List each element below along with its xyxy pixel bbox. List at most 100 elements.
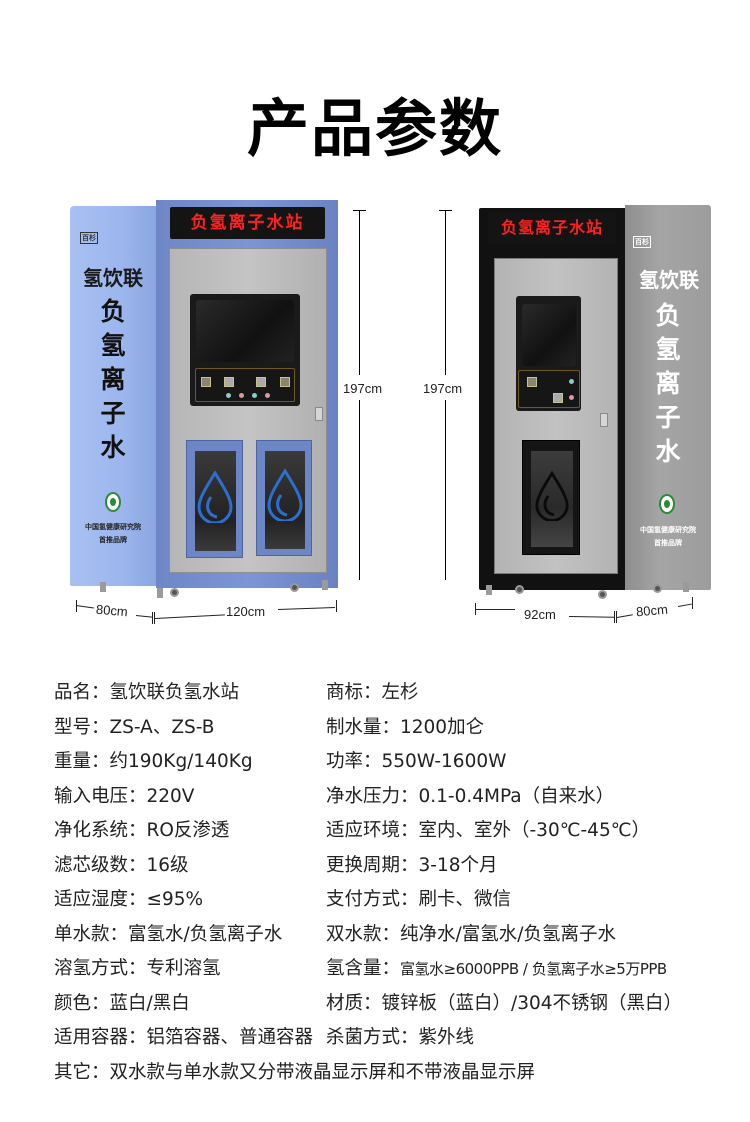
door-glass <box>265 451 305 549</box>
door-lock-icon <box>600 413 608 427</box>
button-icon <box>569 395 574 400</box>
caster-wheel <box>515 585 524 594</box>
dispense-door <box>522 440 580 555</box>
door-lock-icon <box>315 407 323 421</box>
spec-row: 其它：双水款与单水款又分带液晶显示屏和不带液晶显示屏 <box>54 1056 734 1091</box>
width-label-blue: 120cm <box>226 604 266 619</box>
height-dimension-line <box>445 400 446 580</box>
button-icon <box>239 393 244 398</box>
spec-material: 材质：镀锌板（蓝白）/304不锈钢（黑白） <box>326 992 683 1014</box>
height-dimension-line <box>445 210 446 375</box>
side-vertical-char: 水 <box>655 437 681 466</box>
dimension-tick <box>154 612 155 624</box>
width-label-black: 92cm <box>524 607 556 622</box>
width-dimension-line <box>568 616 615 618</box>
water-drop-icon <box>535 471 569 521</box>
machine-side-panel <box>70 206 156 586</box>
dispense-door-left <box>186 440 243 558</box>
width-dimension-line <box>475 609 515 610</box>
button-icon <box>569 379 574 384</box>
qr-display <box>553 393 563 403</box>
side-brand-text: 氢饮联 <box>639 268 699 292</box>
institute-badge-icon <box>659 494 675 514</box>
spec-trademark: 商标：左杉 <box>326 682 419 703</box>
side-brand-text: 氢饮联 <box>83 266 143 290</box>
machine-blue-double: 百杉 氢饮联 负 氢 离 子 水 中国氢健康研究院 首推品牌 负氢离子水站 <box>70 200 340 600</box>
spec-row: 型号：ZS-A、ZS-B 制水量：1200加仑 <box>54 711 734 746</box>
control-panel <box>195 368 295 402</box>
spec-filter-stages: 滤芯级数：16级 <box>54 854 189 876</box>
spec-input-voltage: 输入电压：220V <box>54 785 195 807</box>
depth-dimension-line <box>75 605 94 609</box>
caster-wheel <box>653 584 662 593</box>
side-vertical-char: 子 <box>655 403 681 432</box>
side-vertical-char: 离 <box>655 369 681 398</box>
spec-row: 适用容器：铝箔容器、普通容器 杀菌方式：紫外线 <box>54 1021 734 1056</box>
caster-wheel <box>598 590 607 599</box>
spec-row: 滤芯级数：16级 更换周期：3-18个月 <box>54 849 734 884</box>
side-vertical-char: 水 <box>100 433 126 462</box>
spec-color: 颜色：蓝白/黑白 <box>54 992 190 1014</box>
spec-double-water: 双水款：纯净水/富氢水/负氢离子水 <box>326 923 616 945</box>
width-dimension-line <box>277 607 335 610</box>
page-title: 产品参数 <box>246 92 503 165</box>
spec-single-water: 单水款：富氢水/负氢离子水 <box>54 923 283 945</box>
spec-power: 功率：550W-1600W <box>326 751 507 772</box>
institute-name: 中国氢健康研究院 <box>85 523 141 531</box>
side-vertical-char: 负 <box>100 297 126 326</box>
led-sign: 负氢离子水站 <box>488 212 616 244</box>
leveling-foot <box>486 585 492 595</box>
height-label-blue: 197cm <box>343 381 383 396</box>
brand-logo-mark: 百杉 <box>633 236 651 248</box>
institute-tagline: 首推品牌 <box>99 536 127 544</box>
spec-row: 品名：氢饮联负氢水站 商标：左杉 <box>54 676 734 711</box>
spec-payment: 支付方式：刷卡、微信 <box>326 889 512 910</box>
width-dimension-line <box>154 614 225 619</box>
spec-weight: 重量：约190Kg/140Kg <box>54 751 253 772</box>
dispense-door-right <box>256 440 312 556</box>
caster-wheel <box>170 588 179 597</box>
height-label-black: 197cm <box>423 381 463 396</box>
caster-wheel <box>290 583 299 592</box>
depth-dimension-line <box>616 614 633 618</box>
spec-purification: 净化系统：RO反渗透 <box>54 820 230 841</box>
side-vertical-char: 负 <box>655 301 681 330</box>
height-dimension-line <box>359 400 360 580</box>
spec-row: 重量：约190Kg/140Kg 功率：550W-1600W <box>54 745 734 780</box>
side-vertical-char: 子 <box>100 399 126 428</box>
button-icon <box>265 393 270 398</box>
side-vertical-char: 离 <box>100 365 126 394</box>
spec-row: 颜色：蓝白/黑白 材质：镀锌板（蓝白）/304不锈钢（黑白） <box>54 987 734 1022</box>
digit-display <box>527 377 537 387</box>
depth-label-black: 80cm <box>635 601 669 620</box>
spec-row: 单水款：富氢水/负氢离子水 双水款：纯净水/富氢水/负氢离子水 <box>54 918 734 953</box>
machine-black-single: 负氢离子水站 百杉 氢饮联 负 氢 离 子 水 中国氢健康研究院 首推品牌 <box>470 200 720 610</box>
spec-hydrogen-content-value: 富氢水≥6000PPB / 负氢离子水≥5万PPB <box>400 960 667 978</box>
button-icon <box>252 393 257 398</box>
spec-row: 溶氢方式：专利溶氢 氢含量：富氢水≥6000PPB / 负氢离子水≥5万PPB <box>54 952 734 987</box>
spec-water-output: 制水量：1200加仑 <box>326 716 485 738</box>
spec-row: 适应湿度：≤95% 支付方式：刷卡、微信 <box>54 883 734 918</box>
spec-product-name: 品名：氢饮联负氢水站 <box>54 682 240 703</box>
institute-name: 中国氢健康研究院 <box>640 526 696 534</box>
lcd-screen <box>522 304 576 366</box>
leveling-foot <box>157 588 163 598</box>
dimension-tick <box>614 611 615 623</box>
spec-list: 品名：氢饮联负氢水站 商标：左杉 型号：ZS-A、ZS-B 制水量：1200加仑… <box>54 676 734 1090</box>
depth-label-blue: 80cm <box>95 601 129 620</box>
depth-dimension-line <box>135 615 152 618</box>
digit-display <box>280 377 290 387</box>
institute-tagline: 首推品牌 <box>654 539 682 547</box>
leveling-foot <box>322 580 328 590</box>
spec-sterilization: 杀菌方式：紫外线 <box>326 1027 475 1048</box>
button-icon <box>226 393 231 398</box>
spec-hydrogen-method: 溶氢方式：专利溶氢 <box>54 958 221 979</box>
spec-replacement-cycle: 更换周期：3-18个月 <box>326 854 498 876</box>
spec-row: 净化系统：RO反渗透 适应环境：室内、室外（-30℃-45℃） <box>54 814 734 849</box>
spec-hydrogen-content: 氢含量：富氢水≥6000PPB / 负氢离子水≥5万PPB <box>326 952 667 987</box>
spec-other: 其它：双水款与单水款又分带液晶显示屏和不带液晶显示屏 <box>54 1061 536 1083</box>
dimension-tick <box>616 611 617 623</box>
dimension-tick <box>692 597 693 609</box>
water-drop-icon <box>197 471 233 523</box>
spec-hydrogen-content-label: 氢含量： <box>326 958 401 979</box>
